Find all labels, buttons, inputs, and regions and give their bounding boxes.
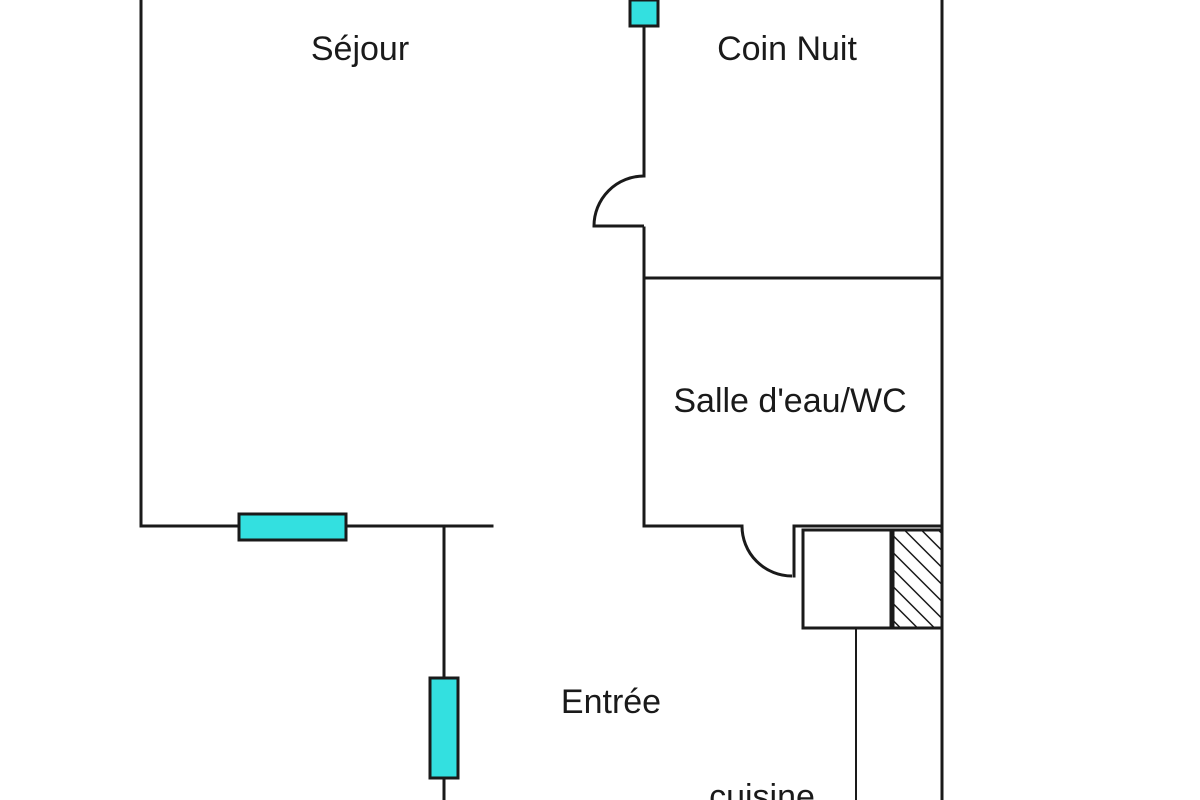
label-entree: Entrée — [561, 683, 661, 721]
salle-eau-door-arc — [740, 525, 793, 578]
coin-nuit-window — [628, 0, 660, 28]
sejour-walls — [139, 0, 494, 528]
kitchen-appliance-box — [801, 528, 893, 630]
label-cuisine: cuisine — [709, 778, 815, 800]
duct-shaft-hatched — [891, 528, 944, 630]
entree-window — [428, 676, 460, 780]
label-salle-eau: Salle d'eau/WC — [673, 382, 906, 420]
label-coin-nuit: Coin Nuit — [717, 30, 857, 68]
label-sejour: Séjour — [311, 30, 409, 68]
sejour-window — [237, 512, 348, 542]
coin-nuit-door-arc — [592, 174, 645, 228]
